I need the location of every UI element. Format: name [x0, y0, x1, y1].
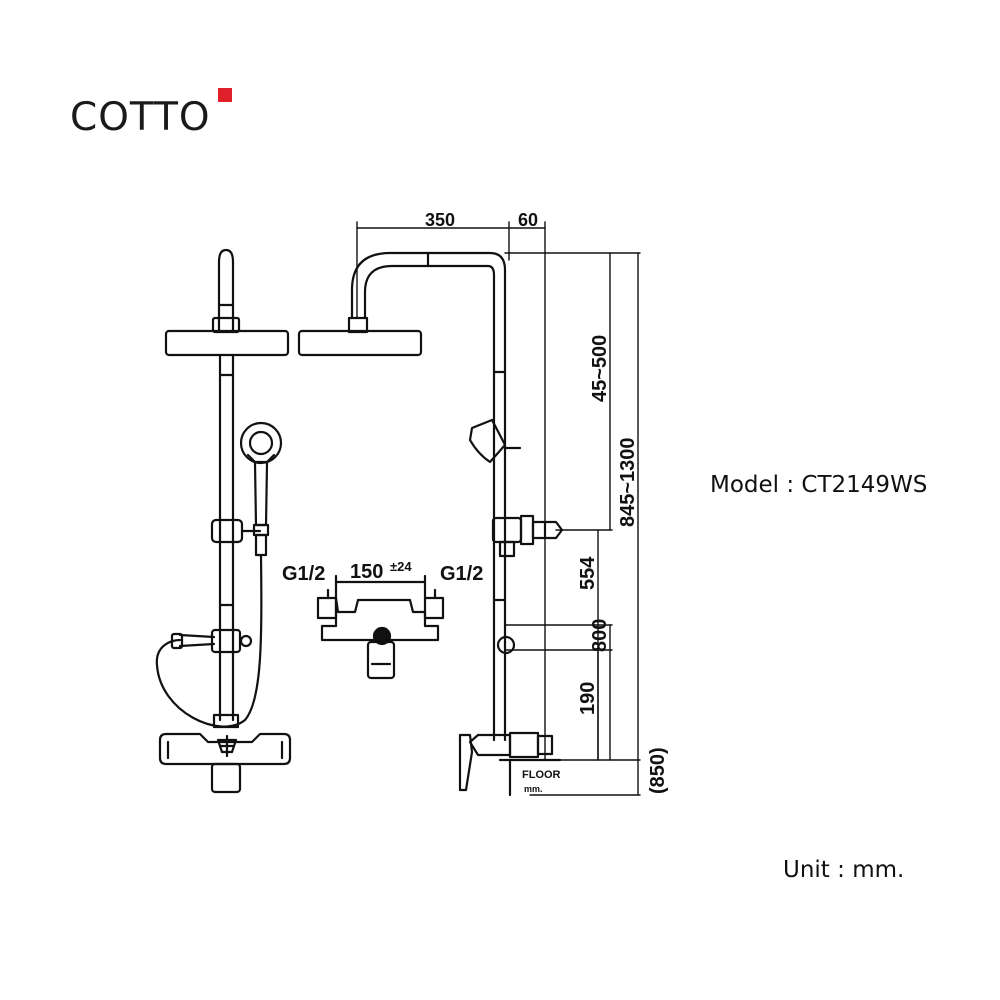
- dim-inlet-right: G1/2: [440, 563, 483, 585]
- dim-554: 554: [577, 556, 599, 590]
- side-view: [297, 251, 564, 797]
- front-diverter: [178, 633, 216, 648]
- side-rain-head: [297, 329, 423, 357]
- front-spout: [210, 762, 242, 794]
- side-mixer-handle: [458, 733, 474, 792]
- dim-center-distance: 150: [350, 561, 383, 583]
- dim-800: 800: [589, 619, 611, 652]
- model-label: Model : CT2149WS: [710, 472, 928, 498]
- dim-190: 190: [577, 682, 599, 715]
- dim-height-range-total: 845~1300: [617, 437, 639, 527]
- dim-top-offset: 60: [518, 210, 538, 230]
- dim-top-width: 350: [425, 210, 455, 230]
- front-mixer-body: [158, 732, 292, 766]
- front-slider-bracket: [210, 518, 244, 544]
- floor-unit: mm.: [524, 784, 543, 794]
- floor-label: FLOOR: [522, 769, 561, 781]
- dimension-lines: [356, 221, 641, 796]
- hand-shower-handle: [253, 461, 269, 527]
- front-top-pipe: [217, 248, 235, 332]
- side-wall-bracket: [491, 516, 523, 544]
- side-mixer-body: [508, 731, 540, 759]
- hand-shower-head: [239, 421, 283, 465]
- mixer-detail-body: [320, 596, 440, 642]
- front-view: [155, 248, 292, 794]
- mixer-detail: [316, 574, 445, 680]
- side-shower-arm: [350, 251, 507, 382]
- side-hand-shower-holder: [468, 418, 507, 464]
- dim-inlet-left: G1/2: [282, 563, 325, 585]
- mixer-detail-spout: [366, 640, 396, 680]
- brand-square-icon: [218, 88, 232, 102]
- brand-name: COTTO: [70, 95, 211, 140]
- dim-height-range-top: 45~500: [589, 335, 611, 402]
- dim-850: (850): [647, 747, 669, 794]
- front-rain-head: [164, 329, 290, 357]
- dim-center-tolerance: ±24: [390, 559, 412, 574]
- unit-label: Unit : mm.: [783, 857, 905, 883]
- front-diverter-body: [210, 628, 242, 654]
